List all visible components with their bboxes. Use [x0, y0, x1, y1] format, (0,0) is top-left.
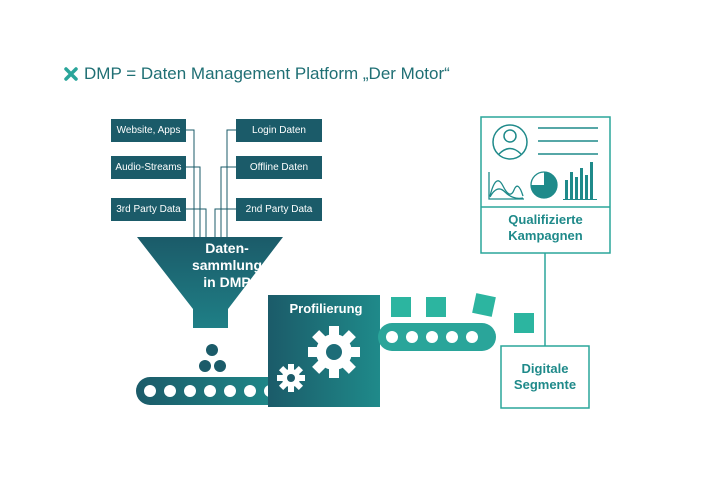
- data-particles: [199, 344, 226, 372]
- text-lines-icon: [538, 127, 598, 155]
- source-login-daten: Login Daten: [236, 119, 322, 142]
- profile-blocks: [391, 293, 534, 333]
- small-gear-icon: [277, 364, 305, 392]
- data-funnel: [137, 237, 283, 328]
- source-audio-streams: Audio-Streams: [111, 156, 186, 179]
- campaigns-label: Qualifizierte Kampagnen: [508, 212, 583, 243]
- page-title-text: DMP = Daten Management Platform „Der Mot…: [84, 64, 450, 83]
- funnel-label: Daten- sammlung in DMP: [191, 240, 262, 290]
- page-title: DMP = Daten Management Platform „Der Mot…: [64, 64, 450, 84]
- source-connectors: [186, 129, 236, 238]
- area-chart-icon: [488, 172, 524, 200]
- pie-chart-icon: [530, 171, 558, 199]
- profiling-label: Profilierung: [289, 301, 363, 316]
- user-profile-icon: [492, 124, 528, 160]
- bar-chart-icon: [563, 162, 597, 200]
- segments-label: Digitale Segmente: [513, 361, 577, 392]
- upper-conveyor-belt: [378, 323, 496, 351]
- source-website-apps: Website, Apps: [111, 119, 186, 142]
- lower-conveyor-belt: [136, 377, 282, 405]
- x-mark-icon: [64, 67, 78, 81]
- source-offline-daten: Offline Daten: [236, 156, 322, 179]
- source-2nd-party-data: 2nd Party Data: [236, 198, 322, 221]
- source-3rd-party-data: 3rd Party Data: [111, 198, 186, 221]
- segments-panel: [500, 345, 590, 409]
- large-gear-icon: [308, 326, 360, 378]
